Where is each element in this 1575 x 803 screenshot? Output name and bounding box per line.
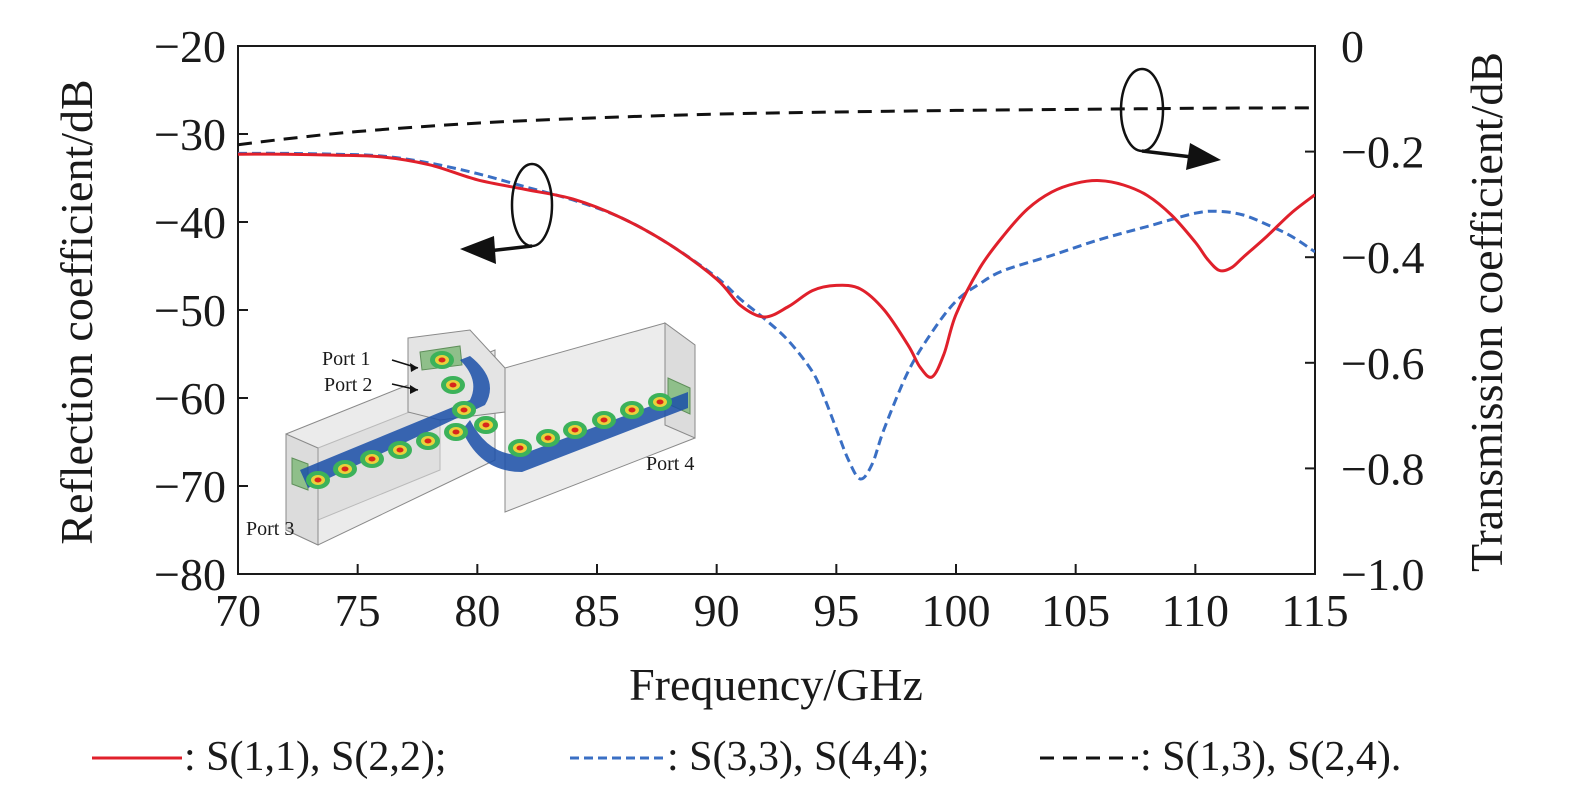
x-tick-label: 70: [215, 585, 261, 636]
y-axis-left-title: Reflection coefficient/dB: [51, 79, 102, 544]
y-right-tick-label: −0.8: [1341, 443, 1424, 494]
inset-field-blob-peak: [628, 407, 636, 413]
y-left-tick-label: −80: [154, 549, 226, 600]
y-left-tick-label: −60: [154, 373, 226, 424]
inset-field-blob-peak: [341, 466, 349, 472]
inset-field-blob-peak: [396, 447, 404, 453]
series-line-1: [238, 152, 1315, 379]
x-tick-label: 95: [813, 585, 859, 636]
y-right-tick-label: 0: [1341, 21, 1364, 72]
x-tick-label: 105: [1041, 585, 1110, 636]
legend-label-3: : S(1,3), S(2,4).: [1140, 734, 1401, 780]
inset-label-port-1: Port 1: [322, 348, 370, 370]
y-left-tick-label: −50: [154, 285, 226, 336]
y-right-tick-label: −0.2: [1341, 127, 1424, 178]
inset-field-blob-peak: [571, 427, 579, 433]
inset-field-blob-peak: [460, 407, 468, 413]
inset-field-blob-peak: [452, 429, 460, 435]
inset-label-port-3: Port 3: [246, 518, 294, 540]
legend-label-1: : S(1,1), S(2,2);: [184, 734, 447, 780]
y-right-tick-label: −0.4: [1341, 232, 1424, 283]
inset-field-blob-peak: [424, 438, 432, 444]
right-axis-arrow-shaft: [1141, 149, 1193, 159]
legend-label-2: : S(3,3), S(4,4);: [667, 734, 930, 780]
y-left-tick-label: −70: [154, 461, 226, 512]
inset-field-blob-peak: [516, 445, 524, 451]
right-axis-arrow-head: [1186, 143, 1221, 170]
left-axis-marker-ellipse: [510, 162, 554, 248]
inset-field-blob-peak: [368, 456, 376, 462]
inset-field-blob-peak: [449, 382, 457, 388]
left-axis-arrow-head: [460, 236, 496, 264]
x-tick-label: 80: [454, 585, 500, 636]
series-line-3: [238, 106, 1315, 147]
y-axis-right-title: Transmission coefficient/dB: [1461, 52, 1512, 572]
legend: : S(1,1), S(2,2); : S(3,3), S(4,4); : S(1,…: [92, 734, 1401, 780]
x-tick-label: 85: [574, 585, 620, 636]
y-right-tick-label: −1.0: [1341, 549, 1424, 600]
inset-label-port-4: Port 4: [646, 453, 694, 475]
inset-waveguide-figure: Port 1 Port 2 Port 3 Port 4: [246, 322, 696, 546]
y-left-tick-label: −20: [154, 21, 226, 72]
inset-field-blob-peak: [544, 435, 552, 441]
x-tick-label: 115: [1281, 585, 1348, 636]
inset-field-blob-peak: [656, 399, 664, 405]
x-tick-label: 75: [335, 585, 381, 636]
y-left-tick-label: −40: [154, 197, 226, 248]
y-right-tick-label: −0.6: [1341, 338, 1424, 389]
y-left-tick-label: −30: [154, 109, 226, 160]
x-tick-label: 90: [694, 585, 740, 636]
left-axis-arrow-shaft: [487, 244, 533, 253]
inset-field-blob-peak: [314, 477, 322, 483]
x-tick-label: 100: [922, 585, 991, 636]
inset-field-blob-peak: [600, 417, 608, 423]
x-tick-label: 110: [1162, 585, 1229, 636]
inset-field-blob-peak: [482, 422, 490, 428]
inset-field-blob-peak: [438, 357, 446, 363]
series-line-2: [238, 151, 1315, 481]
x-axis-title: Frequency/GHz: [629, 659, 923, 710]
inset-label-port-2: Port 2: [324, 374, 372, 396]
